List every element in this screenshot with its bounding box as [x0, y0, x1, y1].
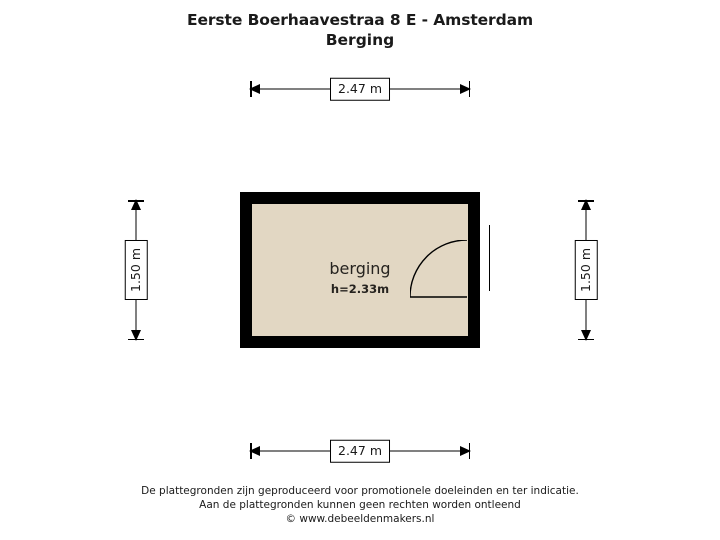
dimension-cap-end [128, 338, 144, 340]
dimension-right: 1.50 m [572, 199, 600, 341]
room-berging: berging h=2.33m [252, 204, 468, 336]
dimension-right-label: 1.50 m [574, 240, 598, 300]
dimension-cap-start [578, 200, 594, 202]
dimension-top: 2.47 m [249, 75, 471, 103]
dimension-left-label: 1.50 m [124, 240, 148, 300]
dimension-cap-start [250, 443, 252, 459]
footer-line-2: Aan de plattegronden kunnen geen rechten… [199, 499, 521, 511]
floorplan-walls: berging h=2.33m [240, 192, 490, 348]
dimension-cap-start [250, 81, 252, 97]
page-title: Eerste Boerhaavestraa 8 E - Amsterdam Be… [0, 10, 720, 50]
footer-copyright: © www.debeeldenmakers.nl [285, 513, 435, 525]
title-address: Eerste Boerhaavestraa 8 E - Amsterdam [186, 11, 533, 29]
arrow-left-icon [249, 446, 260, 456]
dimension-bottom: 2.47 m [249, 437, 471, 465]
dimension-cap-start [128, 200, 144, 202]
arrow-down-icon [581, 330, 591, 341]
dimension-cap-end [468, 81, 470, 97]
room-label: berging [329, 259, 391, 278]
door-panel-icon [479, 225, 490, 291]
arrow-right-icon [460, 84, 471, 94]
dimension-cap-end [468, 443, 470, 459]
footer-disclaimer: De plattegronden zijn geproduceerd voor … [0, 484, 720, 526]
door-swing-icon [410, 240, 468, 298]
dimension-bottom-label: 2.47 m [330, 439, 390, 463]
arrow-right-icon [460, 446, 471, 456]
dimension-top-label: 2.47 m [330, 77, 390, 101]
arrow-up-icon [581, 199, 591, 210]
footer-line-1: De plattegronden zijn geproduceerd voor … [141, 485, 579, 497]
arrow-down-icon [131, 330, 141, 341]
dimension-left: 1.50 m [122, 199, 150, 341]
arrow-left-icon [249, 84, 260, 94]
room-height-label: h=2.33m [330, 282, 390, 296]
arrow-up-icon [131, 199, 141, 210]
title-subtitle: Berging [325, 31, 395, 49]
dimension-cap-end [578, 338, 594, 340]
